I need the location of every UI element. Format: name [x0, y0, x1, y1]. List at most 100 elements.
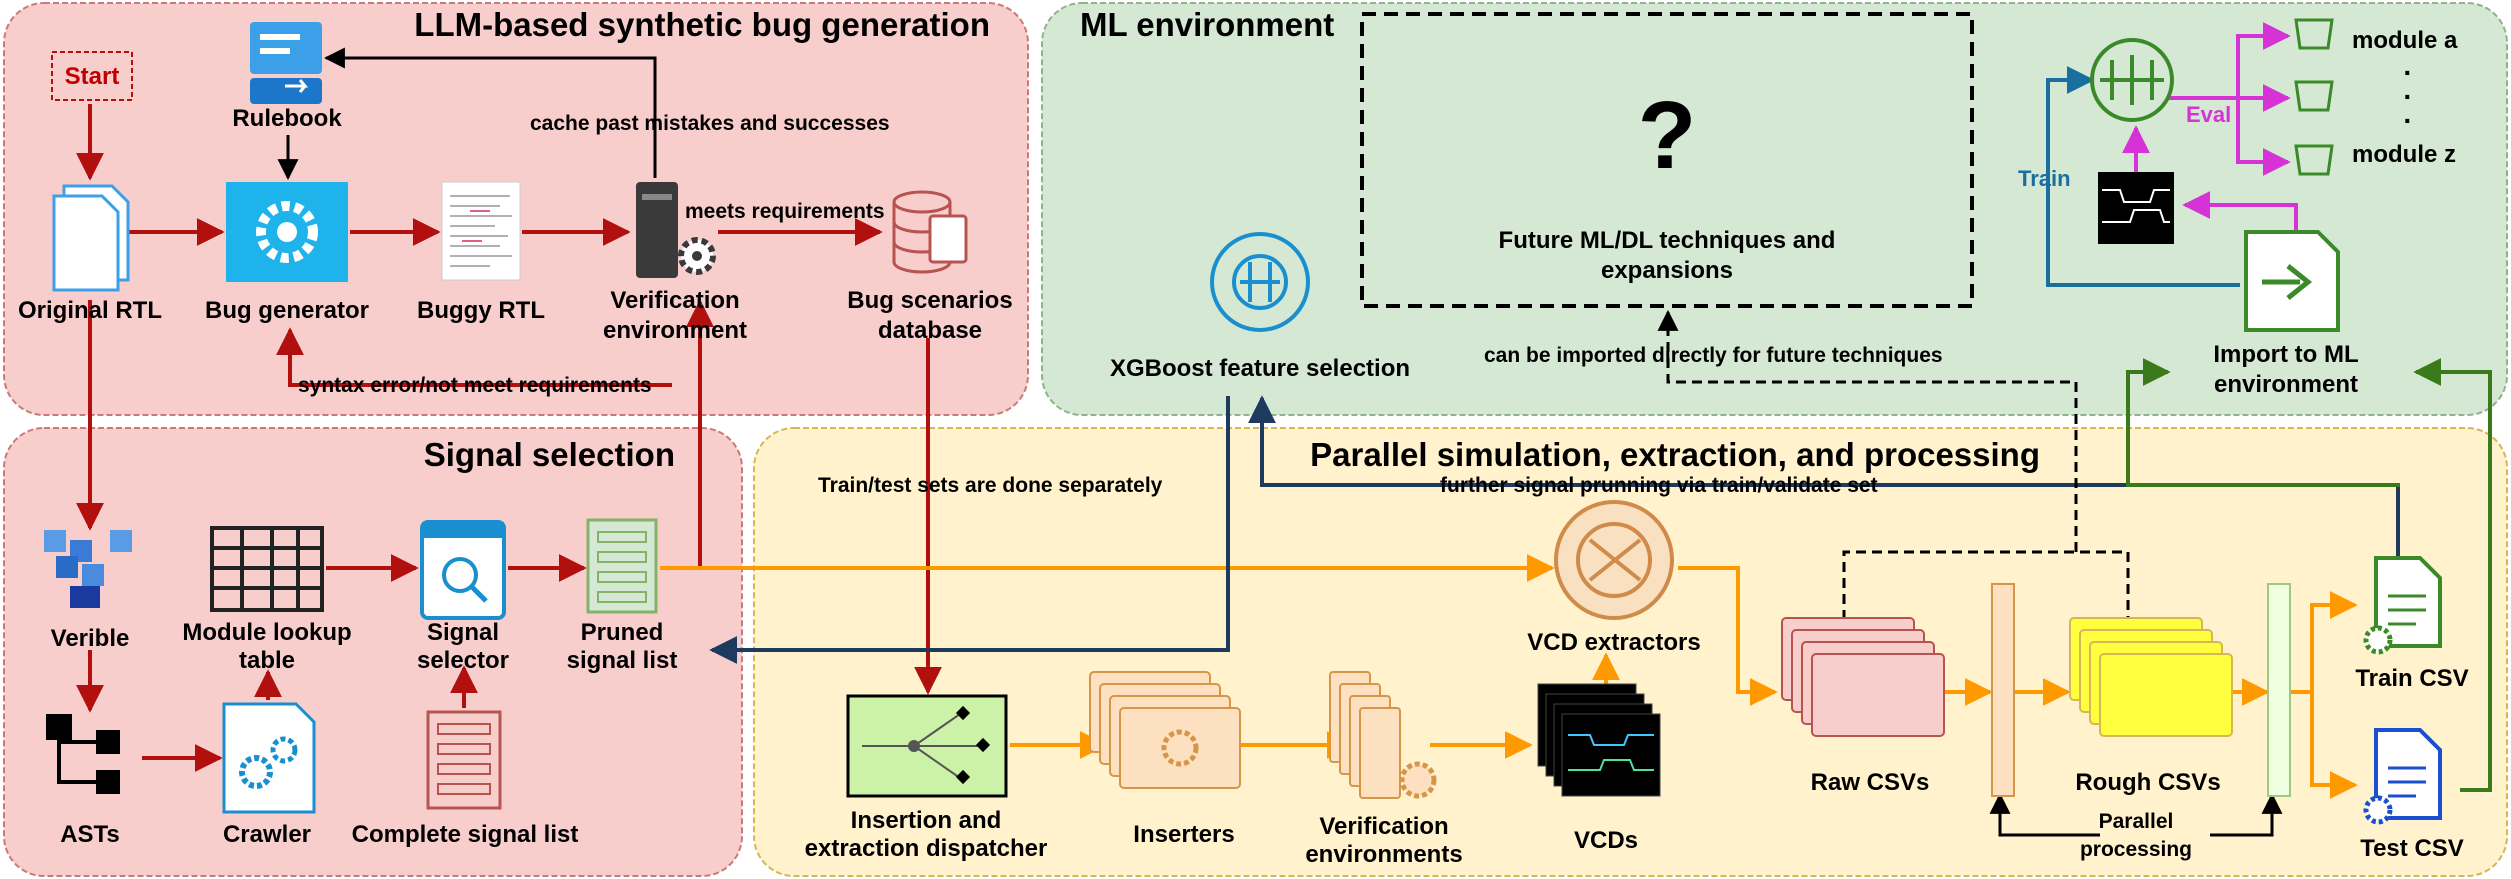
vcd-extractor-icon: [1554, 500, 1674, 620]
raw-csvs-label: Raw CSVs: [1811, 769, 1930, 796]
server-gear-icon: [636, 182, 716, 278]
edge-csv-bracket: [1842, 550, 2130, 620]
edge-parallel-loop-1: [1989, 792, 2100, 837]
eval-edge-label: Eval: [2186, 102, 2231, 127]
panel-title-signal-selection: Signal selection: [424, 436, 675, 473]
gear-icon: [226, 182, 348, 282]
future-ml-box: [1360, 12, 1974, 308]
future-ml-label-1: Future ML/DL techniques and: [1499, 227, 1836, 254]
magnifier-window-icon: [420, 520, 506, 620]
dot-1: ·: [2403, 57, 2412, 88]
vcds-stack-icon: [1537, 683, 1661, 797]
edge-eval-module-z: [2236, 98, 2291, 176]
edge-train-model: [2046, 66, 2240, 287]
edge-label-cache: cache past mistakes and successes: [530, 112, 890, 135]
original-rtl-label: Original RTL: [18, 297, 162, 324]
crawler-label: Crawler: [223, 821, 311, 848]
parallel-processing-label-1: Parallel: [2099, 810, 2174, 833]
train-csv-label: Train CSV: [2355, 665, 2468, 692]
brain-cycle-icon: [1210, 232, 1310, 332]
bucket-icon-a: [2294, 18, 2334, 50]
bucket-icon-z: [2294, 144, 2334, 176]
verification-env-label-2: environment: [603, 317, 747, 344]
dispatcher-label-2: extraction dispatcher: [805, 835, 1048, 862]
inserters-stack-icon: [1089, 671, 1241, 789]
edge-test-import: [2413, 358, 2492, 792]
bug-generator-label: Bug generator: [205, 297, 369, 324]
module-lookup-label-2: table: [239, 647, 295, 674]
inserters-label: Inserters: [1133, 821, 1234, 848]
edge-label-syntax: syntax error/not meet requirements: [298, 374, 652, 397]
test-csv-label: Test CSV: [2360, 835, 2464, 862]
verification-env-label-1: Verification: [610, 287, 739, 314]
database-icon: [892, 190, 968, 274]
signal-selector-label-1: Signal: [427, 619, 499, 646]
dispatcher-label-1: Insertion and: [851, 807, 1002, 834]
signal-selector-label-2: selector: [417, 647, 509, 674]
dot-3: ·: [2403, 105, 2412, 136]
edge-cache-rulebook: [323, 47, 657, 178]
edge-label-train-test: Train/test sets are done separately: [818, 474, 1163, 497]
import-ml-label-2: environment: [2214, 371, 2358, 398]
edge-label-imported: can be imported directly for future tech…: [1484, 344, 1943, 367]
asts-label: ASTs: [60, 821, 120, 848]
processing-bar-2: [2267, 583, 2291, 797]
rulebook-icon: [250, 22, 322, 104]
edge-trainset-xgboost: [1248, 395, 2400, 556]
crawler-gears-icon: [222, 702, 316, 814]
rulebook-label: Rulebook: [232, 105, 342, 132]
edge-csv-future: [1657, 309, 2078, 552]
verible-label: Verible: [51, 625, 130, 652]
bucket-icon-mid: [2294, 80, 2334, 112]
panel-title-bug-generation: LLM-based synthetic bug generation: [414, 6, 990, 43]
panel-title-parallel: Parallel simulation, extraction, and pro…: [1310, 436, 2040, 473]
buggy-rtl-label: Buggy RTL: [417, 297, 545, 324]
import-ml-label-1: Import to ML: [2213, 341, 2358, 368]
edge-eval-module-a: [2168, 22, 2291, 100]
edge-proc2-test: [2310, 692, 2358, 799]
raw-csvs-stack-icon: [1781, 617, 1945, 737]
parallel-processing-label-2: processing: [2080, 838, 2192, 861]
edge-train-import: [2126, 358, 2400, 487]
rough-csvs-stack-icon: [2069, 617, 2233, 737]
edge-label-pruning: further signal prunning via train/valida…: [1440, 474, 1878, 497]
bug-db-label-1: Bug scenarios: [847, 287, 1012, 314]
brain-model-icon: [2090, 38, 2174, 122]
verif-envs-label-2: environments: [1305, 841, 1462, 868]
verif-envs-label-1: Verification: [1319, 813, 1448, 840]
question-mark: ?: [1638, 82, 1697, 189]
module-lookup-label-1: Module lookup: [182, 619, 351, 646]
vcds-label: VCDs: [1574, 827, 1638, 854]
processing-bar-1: [1991, 583, 2015, 797]
document-icon: [52, 184, 130, 292]
panel-ml-environment: [1041, 2, 2508, 416]
complete-signal-list-label: Complete signal list: [352, 821, 579, 848]
rough-csvs-label: Rough CSVs: [2075, 769, 2220, 796]
module-z-label: module z: [2352, 141, 2456, 168]
pruned-list-label-2: signal list: [567, 647, 678, 674]
list-icon-pruned: [586, 518, 658, 614]
verif-envs-stack-icon: [1329, 671, 1437, 799]
signal-wave-icon: [2098, 172, 2174, 244]
edge-vcdext-raw: [1678, 566, 1778, 706]
vcd-extractors-label: VCD extractors: [1527, 629, 1700, 656]
train-edge-label: Train: [2018, 166, 2071, 191]
xgboost-label: XGBoost feature selection: [1110, 355, 1410, 382]
edge-syntax-feedback: [276, 327, 672, 387]
import-file-icon: [2244, 230, 2340, 332]
verible-cubes-icon: [44, 530, 132, 608]
edge-proc2-train: [2290, 591, 2358, 694]
test-csv-icon: [2363, 728, 2442, 825]
edge-label-meets: meets requirements: [685, 200, 885, 223]
panel-title-ml-environment: ML environment: [1080, 6, 1334, 43]
start-label: Start: [65, 63, 120, 90]
edge-parallel-loop-2: [2210, 792, 2283, 837]
train-csv-icon: [2363, 556, 2442, 655]
list-icon-complete: [426, 710, 502, 810]
dot-2: ·: [2403, 81, 2412, 112]
table-grid-icon: [210, 526, 324, 612]
start-node: [51, 51, 133, 101]
edge-xgboost-pruned: [709, 396, 1230, 664]
bug-db-label-2: database: [878, 317, 982, 344]
